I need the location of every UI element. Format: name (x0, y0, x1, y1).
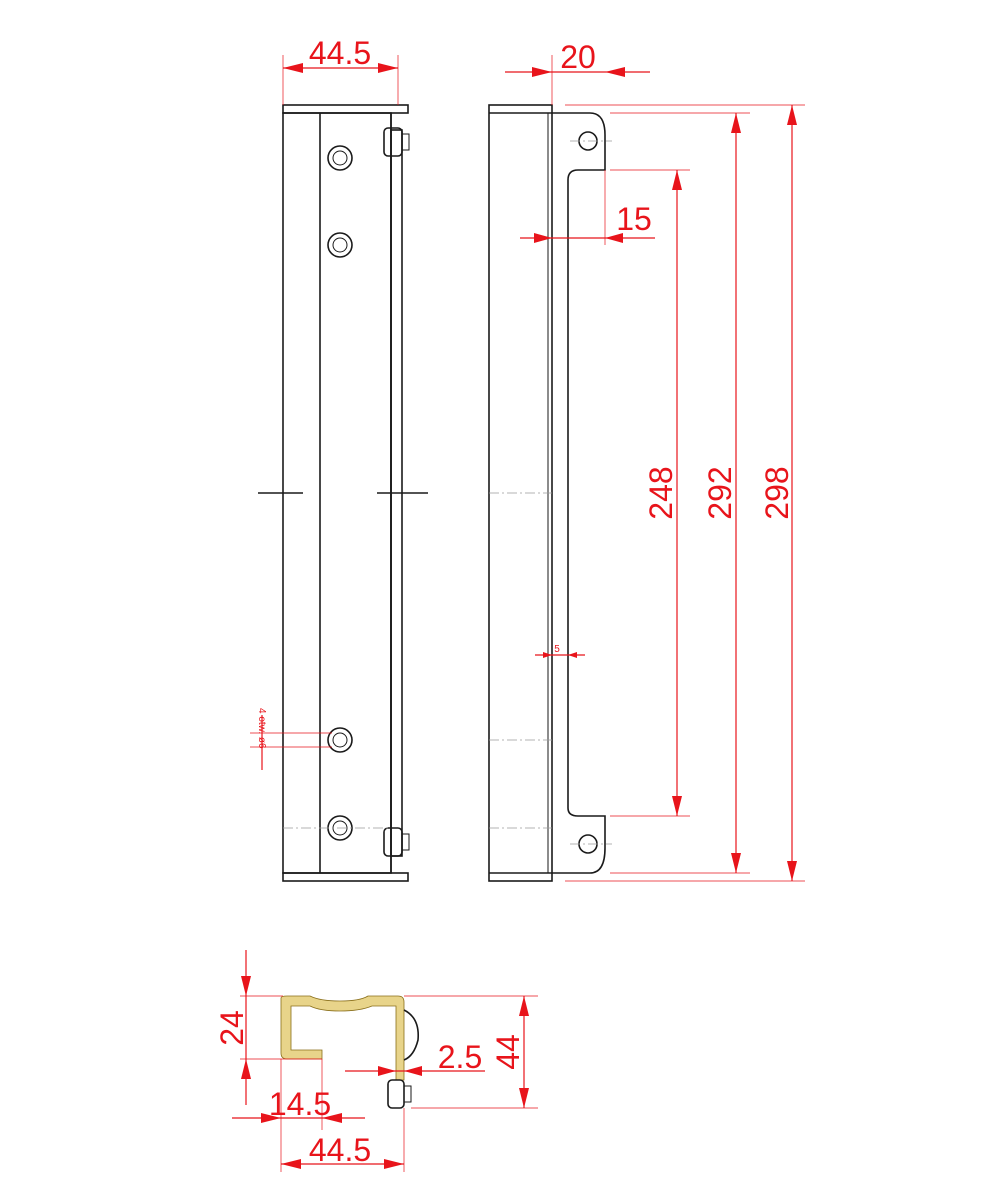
dim-length-298-label: 298 (759, 466, 795, 519)
dim-section-44-5-label: 44.5 (309, 1132, 371, 1168)
section-view: 24 44 2.5 14.5 (214, 950, 538, 1172)
dim-side-width: 20 (505, 39, 650, 105)
front-top-nut (401, 133, 410, 151)
dim-thickness-5: 5 (535, 644, 585, 658)
side-bottom-eye (570, 834, 612, 854)
hole-callout-label: 4 otw. ø6 (256, 708, 267, 749)
dim-thickness-5-label: 5 (554, 644, 560, 655)
dim-section-14-5-label: 14.5 (269, 1086, 331, 1122)
section-nut (403, 1085, 412, 1103)
dim-length-292-label: 292 (702, 466, 738, 519)
dim-section-44: 44 (404, 995, 538, 1109)
mounting-hole-2 (327, 232, 353, 258)
front-view: 44.5 4 otw. ø6 (250, 35, 428, 882)
front-top-bolt (383, 127, 403, 157)
front-bottom-nut (401, 833, 410, 851)
side-bracket (552, 112, 606, 874)
dim-side-width-label: 20 (560, 39, 596, 75)
dim-section-44-5: 44.5 (281, 1108, 405, 1172)
front-bottom-bolt (383, 827, 403, 857)
dim-length-298: 298 (565, 104, 805, 882)
front-bottom-cap (282, 872, 409, 882)
side-view: 20 15 5 248 (488, 39, 805, 882)
dim-section-2-5-label: 2.5 (438, 1039, 482, 1075)
dim-length-248-label: 248 (643, 466, 679, 519)
dim-section-44-label: 44 (490, 1034, 526, 1070)
dim-section-24-label: 24 (214, 1010, 250, 1046)
dim-length-248: 248 (610, 169, 690, 817)
front-top-cap (282, 104, 409, 114)
dim-length-292: 292 (610, 112, 750, 874)
side-top-eye (570, 131, 612, 151)
dim-section-2-5: 2.5 (345, 1039, 485, 1076)
dim-offset-15-label: 15 (616, 201, 652, 237)
section-profile (280, 995, 405, 1081)
dim-section-14-5: 14.5 (232, 1059, 365, 1172)
dim-front-width: 44.5 (282, 35, 399, 105)
mounting-hole-3 (327, 727, 353, 753)
dim-front-width-label: 44.5 (309, 35, 371, 71)
mounting-hole-1 (327, 145, 353, 171)
hole-callout: 4 otw. ø6 (250, 708, 332, 770)
dim-section-24: 24 (214, 950, 322, 1105)
section-plate-arc (403, 1009, 420, 1061)
section-bolt (387, 1079, 405, 1109)
dim-offset-15: 15 (520, 170, 655, 245)
